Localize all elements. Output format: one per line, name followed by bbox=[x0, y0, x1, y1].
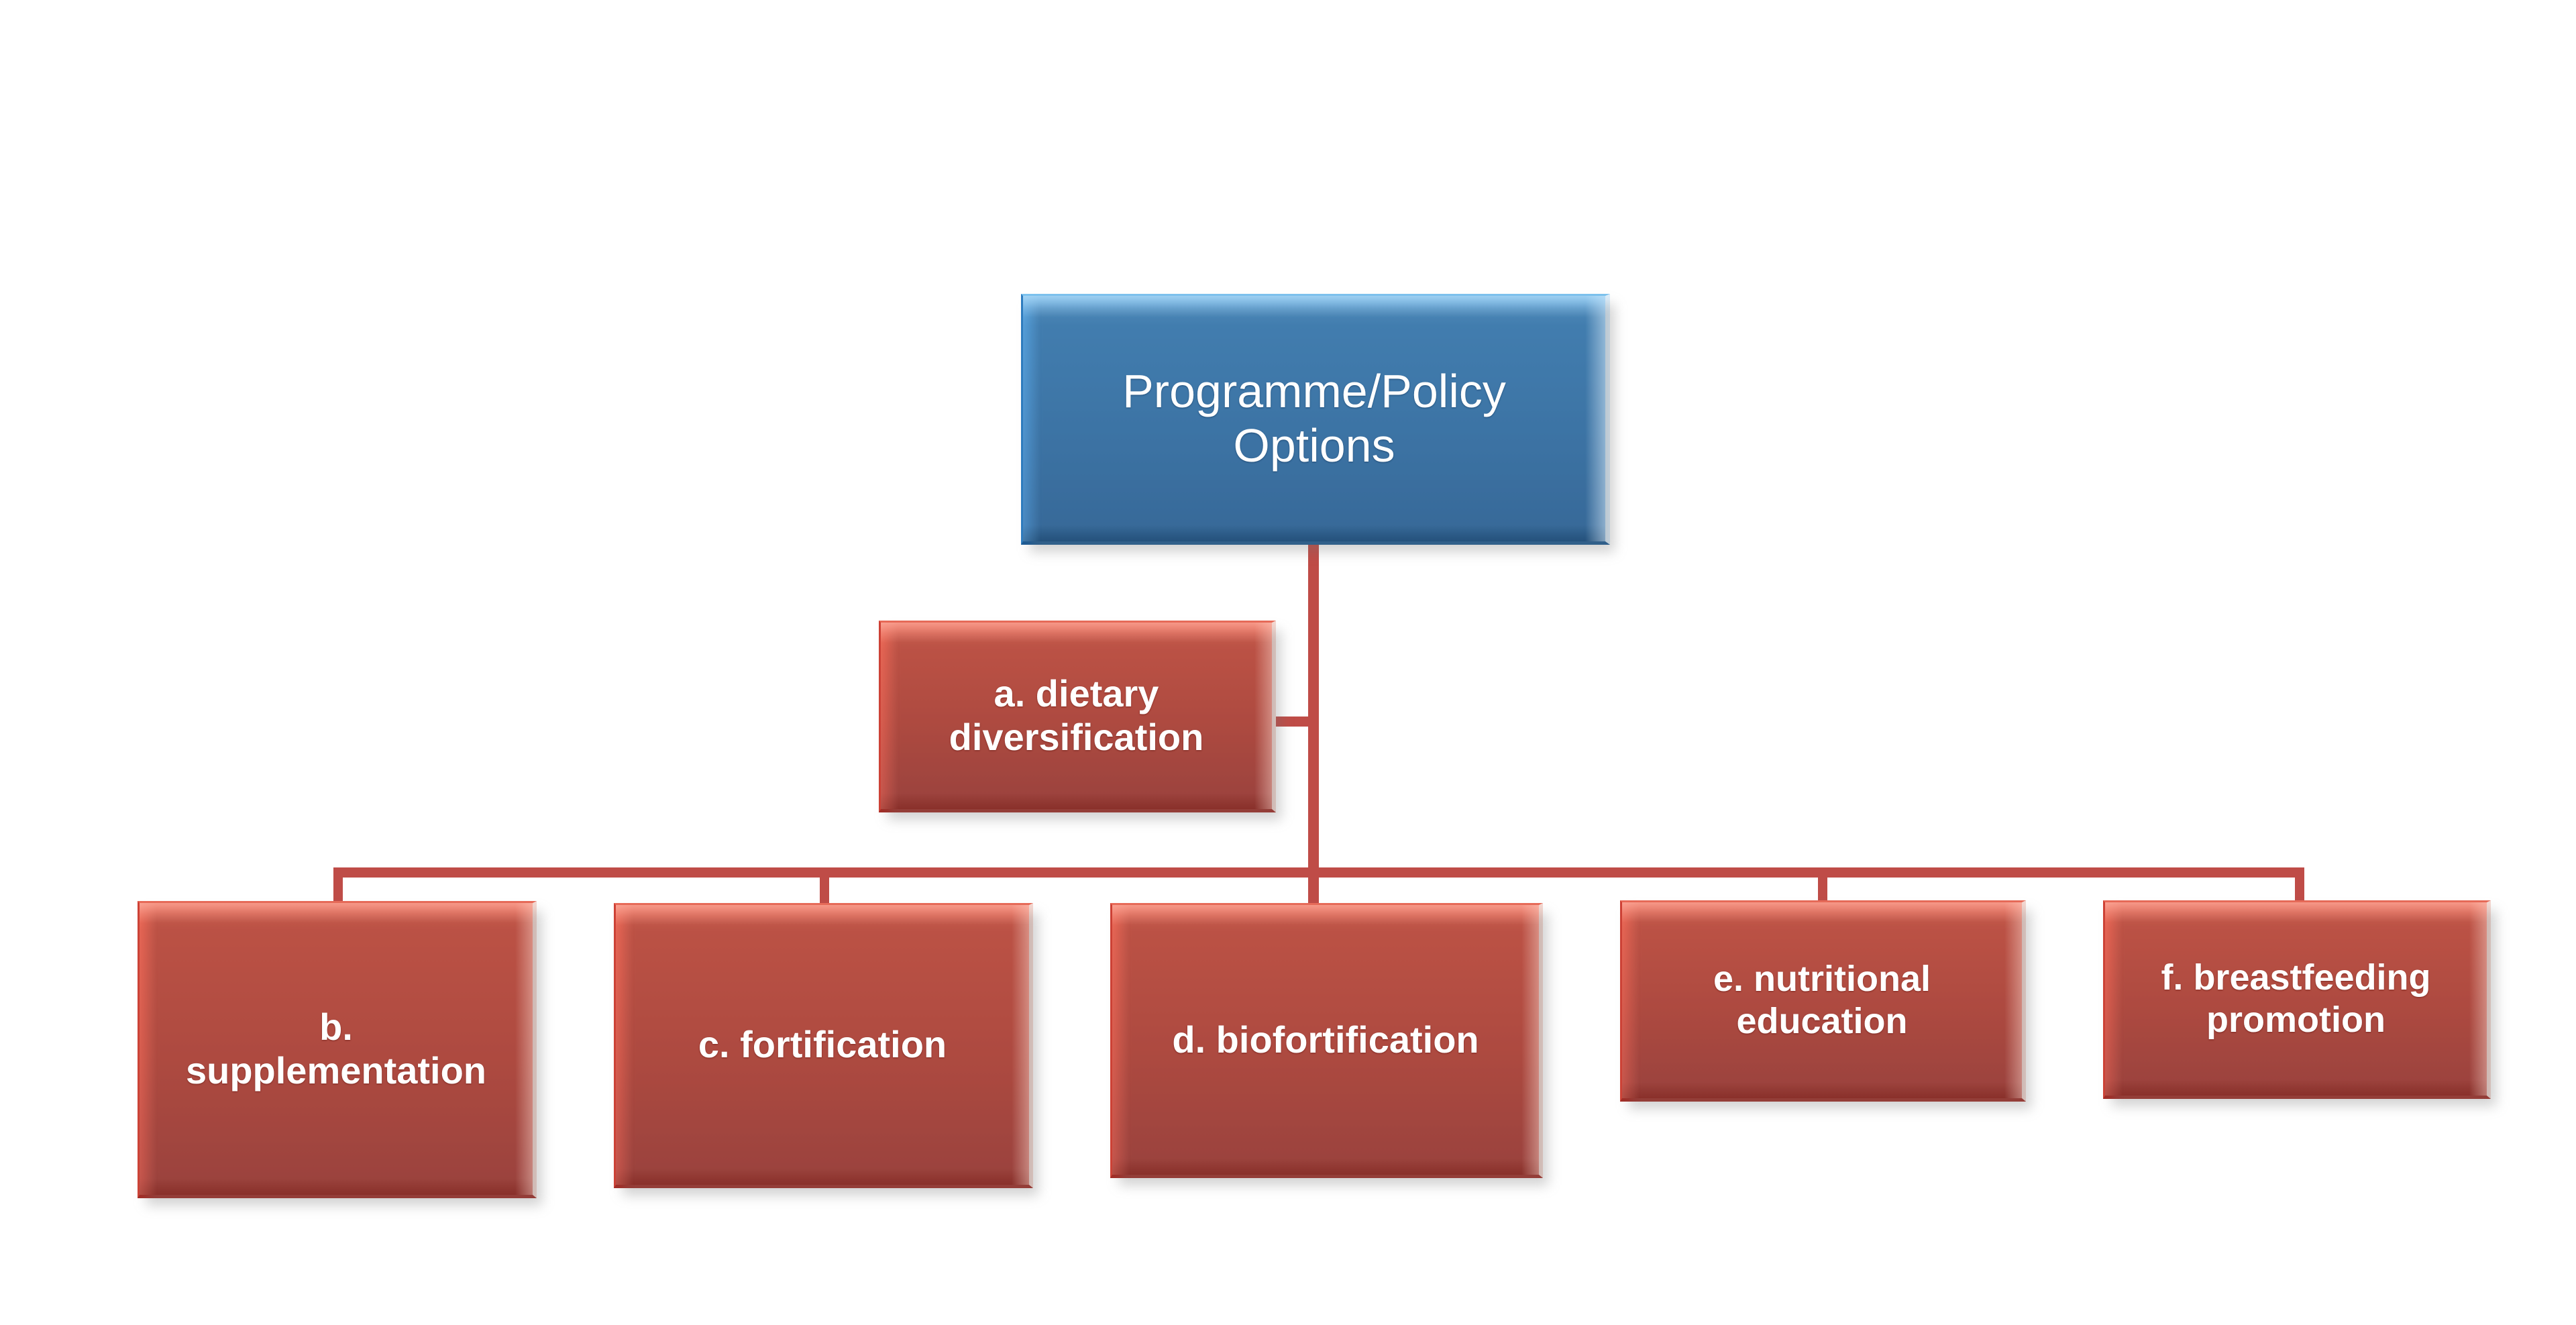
connector-root-trunk bbox=[1308, 545, 1319, 903]
node-label: d. biofortification bbox=[1112, 1018, 1539, 1062]
node-label-line2: promotion bbox=[2206, 1000, 2385, 1040]
node-label-line2: diversification bbox=[949, 716, 1204, 758]
node-label-line1: b. bbox=[319, 1005, 353, 1048]
node-label-line2: education bbox=[1736, 1001, 1908, 1041]
node-label-line1: f. breastfeeding bbox=[2161, 957, 2431, 998]
connector-drop-c bbox=[820, 867, 829, 905]
connector-branch-a-stub bbox=[1272, 717, 1312, 727]
node-supplementation[interactable]: b.supplementation bbox=[138, 901, 537, 1198]
connector-horizontal-bus bbox=[333, 867, 2304, 878]
node-label-line1: d. biofortification bbox=[1172, 1018, 1479, 1061]
node-label-line1: Programme/Policy bbox=[1122, 364, 1506, 417]
node-label-line1: c. fortification bbox=[698, 1023, 947, 1066]
node-label-line2: Options bbox=[1233, 419, 1395, 472]
node-fortification[interactable]: c. fortification bbox=[614, 903, 1033, 1188]
connector-drop-f bbox=[2295, 867, 2304, 904]
node-biofortification[interactable]: d. biofortification bbox=[1110, 903, 1543, 1178]
node-label-line1: a. dietary bbox=[994, 672, 1159, 715]
node-label: b.supplementation bbox=[140, 1006, 533, 1093]
connector-drop-e bbox=[1818, 867, 1827, 904]
node-label-line2: supplementation bbox=[185, 1049, 487, 1092]
node-label-line1: e. nutritional bbox=[1713, 959, 1931, 1000]
node-label: c. fortification bbox=[616, 1023, 1029, 1067]
connector-drop-b bbox=[333, 867, 343, 905]
